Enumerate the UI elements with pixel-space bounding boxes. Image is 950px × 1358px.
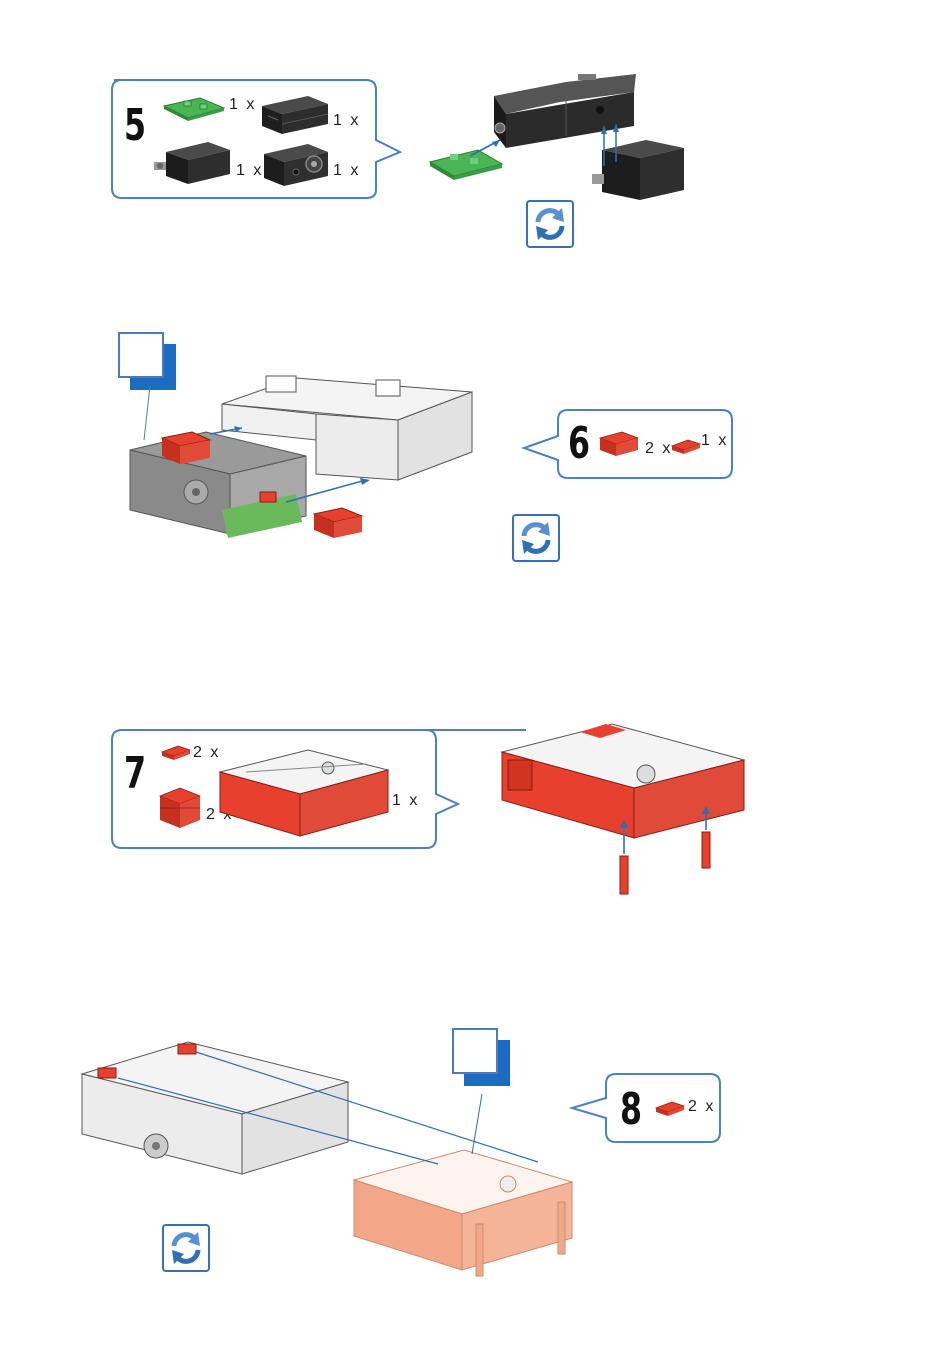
red-building-block-15-icon (598, 430, 642, 458)
step-7-part-3-qty: 1 x (392, 792, 419, 810)
step-8-part-1-qty: 2 x (688, 1098, 715, 1116)
step-6-number: 6 (568, 422, 590, 466)
step-6-part-1-qty: 2 x (645, 440, 672, 458)
red-angle-block-icon (670, 438, 702, 456)
step-8-number: 8 (620, 1088, 642, 1132)
red-angle-block-icon (654, 1100, 686, 1118)
step-6-part-2-qty: 1 x (701, 432, 728, 450)
step-6-assembly-illustration (126, 370, 506, 550)
step-5-rotate-icon (526, 200, 574, 248)
step-5-number: 5 (124, 104, 146, 148)
step-6-rotate-icon (512, 514, 560, 562)
step-5-part-4-qty: 1 x (333, 162, 360, 180)
step-5-part-1-qty: 1 x (229, 96, 256, 114)
step-7-assembly-illustration (496, 716, 750, 898)
black-mini-motor-icon (152, 138, 236, 188)
step-5-part-2-qty: 1 x (333, 112, 360, 130)
red-building-block-icon (156, 784, 204, 832)
base-plate-module-icon (216, 746, 392, 840)
green-plate-icon (160, 94, 226, 122)
red-angle-block-icon (160, 744, 192, 762)
step-8-assembly-illustration (78, 1034, 598, 1288)
step-5-assembly-illustration (426, 70, 696, 212)
step-7-number: 7 (124, 752, 146, 796)
black-building-block-icon (258, 92, 332, 136)
step-8-rotate-icon (162, 1224, 210, 1272)
black-gearbox-icon (260, 140, 334, 190)
